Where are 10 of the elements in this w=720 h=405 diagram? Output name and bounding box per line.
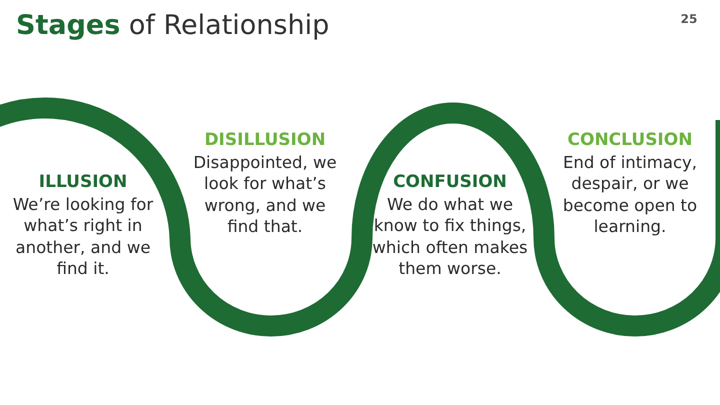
slide-title: Stages of Relationship [16,10,330,41]
stage-description: Disappointed, we look for what’s wrong, and we find that. [192,152,338,238]
stage-description: End of intimacy, despair, or we become open to learning. [562,152,698,238]
page-number: 25 [680,12,698,26]
stage-description: We do what we know to fix things, which often makes them worse. [371,194,529,280]
stage-heading: DISILLUSION [203,130,327,150]
stage-heading: CONFUSION [392,172,508,192]
stage-heading: ILLUSION [38,172,128,192]
stage-description: We’re looking for what’s right in another, and we find it. [12,194,154,280]
stage-heading: CONCLUSION [566,130,694,150]
